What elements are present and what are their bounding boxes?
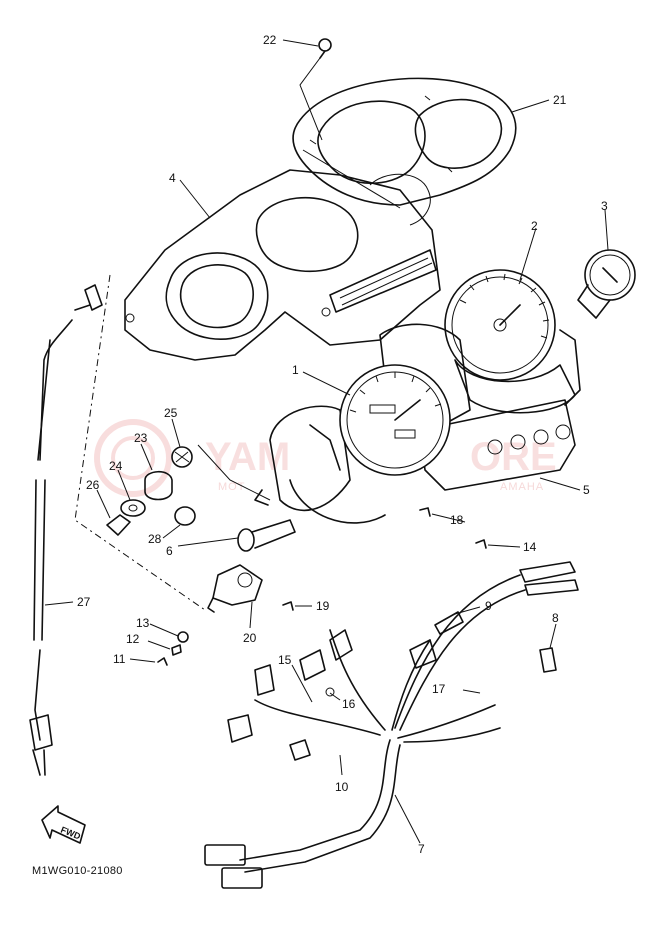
- watermark-text: YAM: [205, 435, 290, 479]
- watermark-text-right: ORE: [470, 435, 557, 479]
- callout-labels: 22 21 4 2 3 1 5 18 14 19 9 8 17 15 16 10…: [77, 33, 608, 856]
- washer-part-12: [171, 644, 182, 656]
- callout-8: 8: [552, 611, 559, 625]
- callout-9: 9: [485, 599, 492, 613]
- speedometer-part-1: [254, 364, 451, 524]
- callout-22: 22: [263, 33, 277, 47]
- callout-4: 4: [169, 171, 176, 185]
- grommet-part-25: [171, 446, 193, 468]
- fwd-arrow-icon: FWD: [41, 805, 86, 844]
- screws-11-13: [157, 631, 189, 666]
- screw-part-11: [157, 657, 168, 666]
- washer-part-24: [120, 499, 146, 517]
- screws-14-18-19: [282, 507, 487, 611]
- callout-5: 5: [583, 483, 590, 497]
- watermark-subtext: MOT: [218, 481, 245, 493]
- callout-12: 12: [126, 632, 140, 646]
- callout-6: 6: [166, 544, 173, 558]
- cap-part-28: [174, 506, 196, 526]
- small-parts: [106, 444, 271, 536]
- screw-part-14: [475, 539, 487, 549]
- callout-19: 19: [316, 599, 330, 613]
- tachometer-part-2: [444, 269, 581, 414]
- gauge-part-3: [577, 249, 636, 319]
- leader-lines: [44, 39, 609, 844]
- callout-3: 3: [601, 199, 608, 213]
- callout-16: 16: [342, 697, 356, 711]
- callout-27: 27: [77, 595, 91, 609]
- watermark-subtext-right: AMAHA: [500, 481, 544, 493]
- wiring-harness-part-7: [204, 561, 579, 889]
- callout-25: 25: [164, 406, 178, 420]
- gear-unit-part-20: [207, 564, 263, 613]
- callout-17: 17: [432, 682, 446, 696]
- callout-11: 11: [113, 652, 126, 666]
- callout-21: 21: [553, 93, 567, 107]
- diagram-code: M1WG010-21080: [32, 865, 123, 877]
- screw-part-19: [282, 601, 294, 611]
- nut-part-26: [106, 514, 131, 536]
- callout-15: 15: [278, 653, 292, 667]
- callout-13: 13: [136, 616, 150, 630]
- meter-cover-part-21: [292, 77, 517, 209]
- callout-14: 14: [523, 540, 537, 554]
- callout-23: 23: [134, 431, 148, 445]
- screw-part-13: [177, 631, 189, 643]
- callout-7: 7: [418, 842, 425, 856]
- meter-base-part-5: [379, 323, 576, 491]
- trip-knob-part-6: [237, 519, 296, 552]
- meter-housing-part-4: [124, 169, 441, 361]
- callout-20: 20: [243, 631, 257, 645]
- callout-2: 2: [531, 219, 538, 233]
- callout-26: 26: [86, 478, 100, 492]
- bulb-socket-part-23: [144, 470, 173, 501]
- callout-24: 24: [109, 459, 123, 473]
- speedometer-cable-part-27: [29, 274, 206, 776]
- callout-10: 10: [335, 780, 349, 794]
- callout-18: 18: [450, 513, 464, 527]
- screw-part-22: [299, 38, 332, 141]
- callout-28: 28: [148, 532, 162, 546]
- callout-1: 1: [292, 363, 299, 377]
- screw-part-18: [419, 507, 431, 517]
